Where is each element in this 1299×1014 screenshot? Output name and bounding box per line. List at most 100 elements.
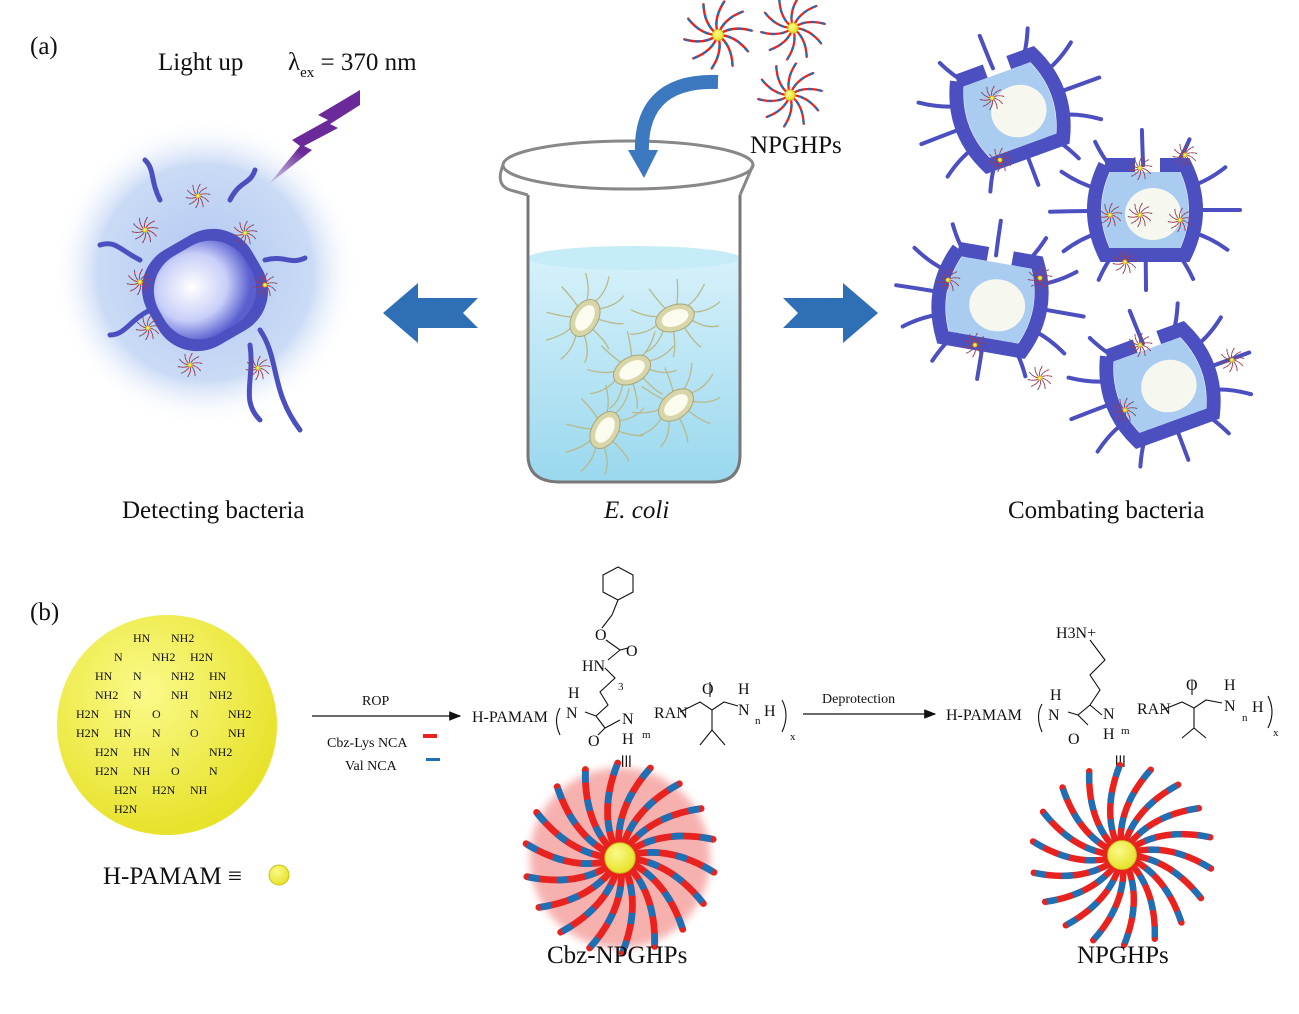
flagellum xyxy=(617,430,644,437)
ruptured-bacterium xyxy=(1066,301,1254,469)
pamam-core xyxy=(255,365,261,371)
pamam-core xyxy=(1137,342,1143,348)
svg-text:HN: HN xyxy=(582,658,606,675)
ecoli-cell xyxy=(629,278,721,358)
flagellum xyxy=(1048,208,1093,214)
npghps-label: NPGHPs xyxy=(1077,942,1169,969)
cell-wall xyxy=(1099,320,1221,450)
leaked-content xyxy=(991,84,1047,138)
svg-text:H: H xyxy=(764,703,776,720)
flagellum xyxy=(894,283,938,294)
ruptured-bacterium xyxy=(894,218,1086,381)
pamam-core xyxy=(989,95,995,101)
star-polymer xyxy=(1219,347,1245,373)
flagellum xyxy=(683,326,702,348)
pamam-core xyxy=(1037,275,1043,281)
ecoli-cell xyxy=(565,384,645,476)
ecoli-cells xyxy=(545,272,721,476)
star-polymer xyxy=(1029,761,1215,949)
ruptured-bacterium xyxy=(916,26,1104,194)
pamam-atom-label: NH xyxy=(190,783,208,797)
svg-text:N: N xyxy=(622,711,634,728)
equivalence-symbol-2: ≡ xyxy=(1106,754,1133,768)
pamam-atom-label: HN xyxy=(95,669,113,683)
star-polymer xyxy=(757,62,823,128)
pamam-atom-label: O xyxy=(171,764,180,778)
star-polymer xyxy=(935,267,961,293)
ecoli-label: E. coli xyxy=(603,497,669,524)
npghps-formula: H-PAMAM H3N+ N H O N H m RAN O H N n H x xyxy=(946,625,1279,748)
svg-text:O: O xyxy=(588,733,600,750)
cytoplasm xyxy=(619,360,645,380)
pamam-core xyxy=(1122,259,1128,265)
pamam-atom-label: NH xyxy=(171,688,189,702)
pamam-atom-label: HN xyxy=(133,745,151,759)
svg-text:O: O xyxy=(702,681,714,698)
h-pamam-sphere xyxy=(57,615,277,835)
pamam-core xyxy=(195,193,201,199)
pamam-core xyxy=(1107,212,1113,218)
flagellum xyxy=(1127,308,1145,346)
cytoplasm xyxy=(575,305,595,331)
svg-text:H: H xyxy=(1103,726,1115,743)
pamam-core xyxy=(142,227,148,233)
flagellum xyxy=(632,382,639,409)
flagellum xyxy=(659,419,670,448)
svg-text:H: H xyxy=(738,681,750,698)
pamam-atom-label: HN xyxy=(133,631,151,645)
cytoplasm xyxy=(595,417,615,443)
svg-text:O: O xyxy=(1068,731,1080,748)
pamam-atom-label: NH xyxy=(228,726,246,740)
pamam-atom-label: H2N xyxy=(190,650,214,664)
pamam-atom-label: H2N xyxy=(76,707,100,721)
svg-text:H: H xyxy=(1050,687,1062,704)
svg-text:N: N xyxy=(1103,706,1115,723)
svg-text:RAN: RAN xyxy=(1137,701,1171,718)
svg-text:H: H xyxy=(622,731,634,748)
svg-text:H-PAMAM: H-PAMAM xyxy=(946,707,1022,724)
flagellum xyxy=(583,333,588,364)
flagellum xyxy=(678,417,689,443)
svg-text:n: n xyxy=(755,715,761,727)
svg-text:H: H xyxy=(1224,677,1236,694)
cytoplasm xyxy=(664,394,688,416)
pamam-atom-label: NH2 xyxy=(95,688,118,702)
leaked-content xyxy=(1125,188,1181,240)
pamam-core xyxy=(784,89,796,101)
star-polymer xyxy=(1112,397,1138,423)
pamam-core xyxy=(787,22,799,34)
svg-text:O: O xyxy=(626,643,638,660)
flagellum xyxy=(642,376,664,395)
flagellum xyxy=(919,127,961,147)
pamam-atom-label: N xyxy=(171,745,180,759)
cbz-lys-swatch xyxy=(423,734,437,738)
star-polymer xyxy=(1097,202,1123,228)
star-polymer xyxy=(232,220,258,246)
pamam-atom-label: N xyxy=(133,688,142,702)
svg-text:m: m xyxy=(1121,725,1130,737)
pamam-core xyxy=(1122,407,1128,413)
flagellum xyxy=(618,407,645,422)
star-polymer xyxy=(177,352,203,378)
pamam-atom-label: O xyxy=(152,707,161,721)
flagellum xyxy=(608,383,624,410)
star-polymer xyxy=(131,216,159,244)
svg-text:3: 3 xyxy=(618,681,624,693)
leaked-content xyxy=(969,279,1026,332)
h-pamam-legend: H-PAMAM ≡ xyxy=(103,863,242,890)
pamam-atom-label: N xyxy=(209,764,218,778)
svg-text:x: x xyxy=(790,731,796,743)
pamam-core xyxy=(262,282,268,288)
star-polymer xyxy=(987,147,1013,173)
flagellum xyxy=(645,329,665,353)
flagellum xyxy=(1069,402,1111,422)
star-polymer xyxy=(1127,202,1153,228)
cytoplasm xyxy=(661,309,689,327)
cell-wall xyxy=(931,241,1049,359)
pamam-core xyxy=(1229,357,1235,363)
detected-bacterium xyxy=(51,117,359,433)
deprotection-label: Deprotection xyxy=(822,692,895,707)
light-up-label: Light up xyxy=(158,49,243,76)
add-nanoparticles-arrow-icon xyxy=(634,74,719,156)
